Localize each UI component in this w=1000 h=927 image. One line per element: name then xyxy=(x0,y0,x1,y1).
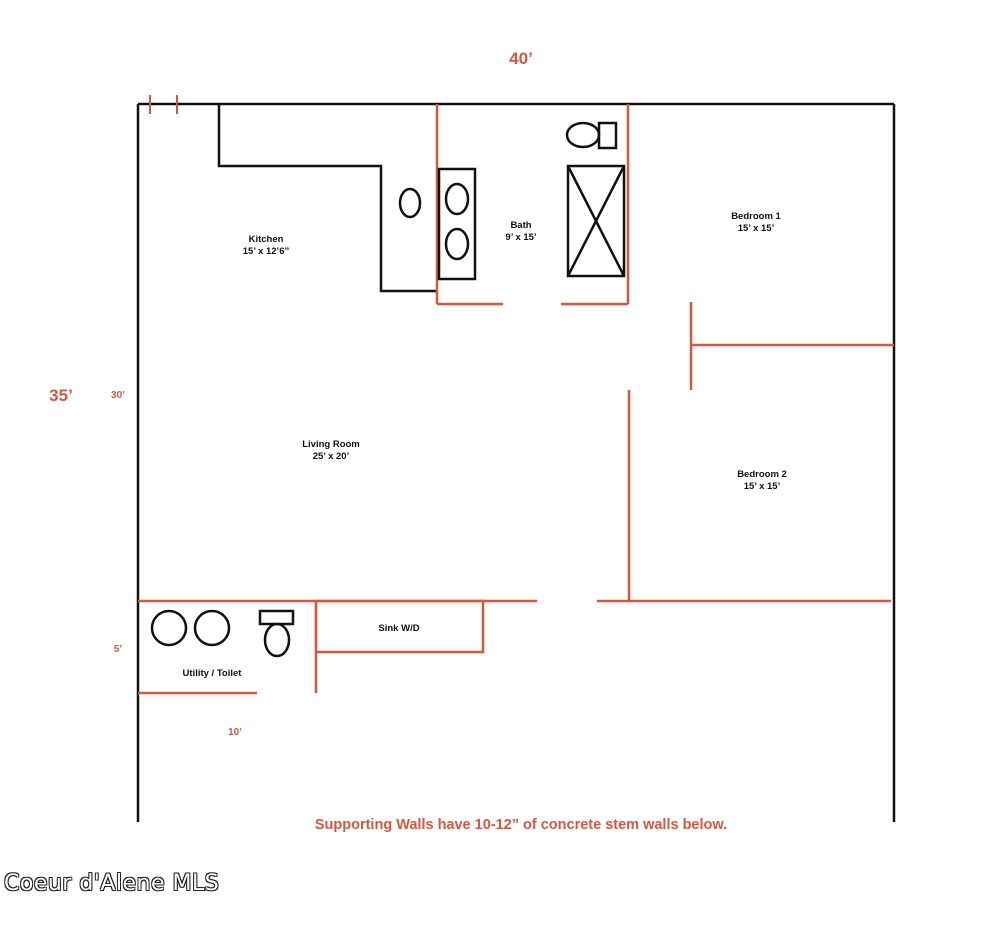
depth-utility-label: 5’ xyxy=(114,644,123,655)
toilet-icon xyxy=(258,609,295,658)
supporting-walls-note: Supporting Walls have 10-12” of concrete… xyxy=(315,817,727,833)
room-name: Bedroom 1 xyxy=(731,211,781,222)
shower-icon xyxy=(566,164,626,278)
room-size: 9’ x 15’ xyxy=(505,232,536,243)
sink-icon xyxy=(444,182,470,216)
width-utility-label: 10’ xyxy=(228,727,242,738)
toilet-icon xyxy=(565,121,618,150)
room-bedroom-2: Bedroom 2 15’ x 15’ xyxy=(737,469,787,492)
dryer-icon xyxy=(193,609,231,647)
depth-main-label: 30’ xyxy=(111,390,125,401)
sink-icon xyxy=(444,227,470,261)
room-name: Kitchen xyxy=(249,234,284,245)
entry-door-marks xyxy=(149,95,178,114)
washer-icon xyxy=(150,609,188,647)
supporting-walls xyxy=(138,104,894,695)
fixtures xyxy=(150,121,626,658)
mls-watermark: Coeur d'Alene MLS xyxy=(4,871,220,896)
room-size: 15’ x 15’ xyxy=(738,223,774,234)
room-name: Bedroom 2 xyxy=(737,469,787,480)
room-kitchen: Kitchen 15’ x 12’6” xyxy=(243,234,290,257)
sink-wd-label: Sink W/D xyxy=(378,623,419,634)
room-bedroom-1: Bedroom 1 15’ x 15’ xyxy=(731,211,781,234)
vanity-counter xyxy=(437,167,477,281)
room-bath: Bath 9’ x 15’ xyxy=(505,220,536,243)
width-total-label: 40’ xyxy=(509,49,533,68)
sink-wd-counter xyxy=(314,599,485,654)
exterior-walls xyxy=(136,102,896,822)
depth-total-label: 35’ xyxy=(49,386,73,405)
room-size: 25’ x 20’ xyxy=(313,451,349,462)
room-name: Living Room xyxy=(302,439,360,450)
room-size: 15’ x 12’6” xyxy=(243,246,290,257)
sink-icon xyxy=(398,187,422,219)
kitchen-counter xyxy=(217,104,438,293)
room-size: 15’ x 15’ xyxy=(744,481,780,492)
utility-label: Utility / Toilet xyxy=(183,668,243,679)
room-living: Living Room 25’ x 20’ xyxy=(302,439,360,462)
room-name: Bath xyxy=(510,220,531,231)
